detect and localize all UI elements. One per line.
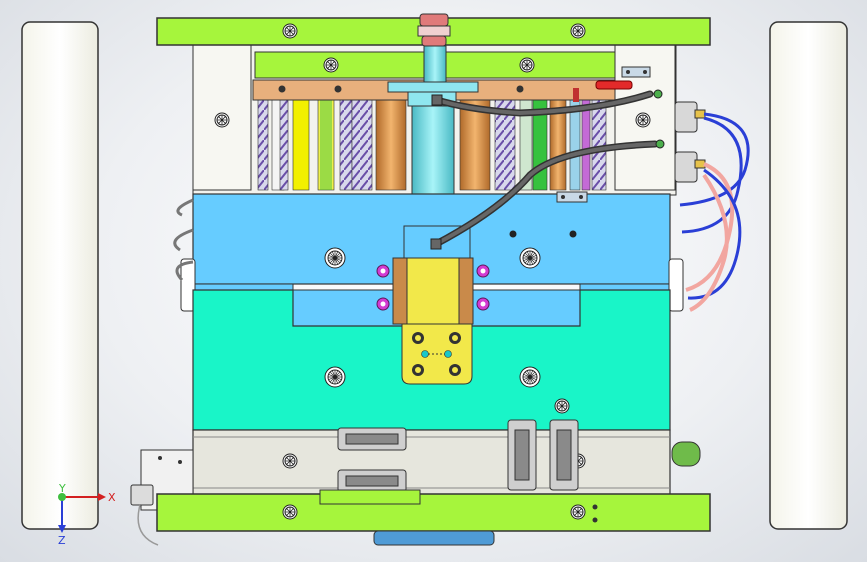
bolt-icon [282,453,298,469]
left-water-lines [173,198,194,282]
bolt-icon [635,112,651,128]
ejector-rod-plate [373,530,495,546]
bolt-icon [570,504,586,520]
stop-pin [573,88,579,102]
left-guide-block [180,258,196,312]
slider-insert [392,225,474,385]
pin-hole [278,85,286,93]
mold-assembly[interactable] [130,13,750,546]
guide-pin-icon [476,264,490,278]
pin-hole [516,85,524,93]
support-plate [192,429,671,496]
triad-y-label: Y [58,482,66,495]
limit-switch-top [621,66,651,78]
guide-pin-icon [376,264,390,278]
triad-x-label: X [108,491,116,504]
cooling-hose-icon [430,89,665,250]
bolt-icon [214,112,230,128]
ejector-area [257,99,607,191]
locating-ring [417,13,451,47]
bolt-icon [324,247,346,269]
guide-pin-icon [476,297,490,311]
bolt-icon [519,247,541,269]
guide-pin-icon [376,297,390,311]
bolt-icon [282,504,298,520]
bolt-icon [323,57,339,73]
limit-switch-mid [556,191,588,203]
bolt-icon [570,23,586,39]
bolt-icon [554,398,570,414]
left-platen [21,21,99,530]
bolt-icon [282,23,298,39]
right-platen [769,21,848,530]
bolt-icon [324,366,346,388]
triad-z-label: Z [58,534,66,547]
connector-icon [337,419,579,493]
stop-block [595,80,633,90]
pin-hole [334,85,342,93]
sprue-bushing [423,45,447,87]
bolt-icon [519,366,541,388]
cooling-lines-right [679,112,750,312]
right-guide-block [668,258,684,312]
bottom-clamp-plate [156,493,711,532]
proximity-sensor [671,441,701,467]
water-fitting-icon [674,101,706,183]
bolt-icon [519,57,535,73]
triad-icon: X Y Z [58,482,116,547]
